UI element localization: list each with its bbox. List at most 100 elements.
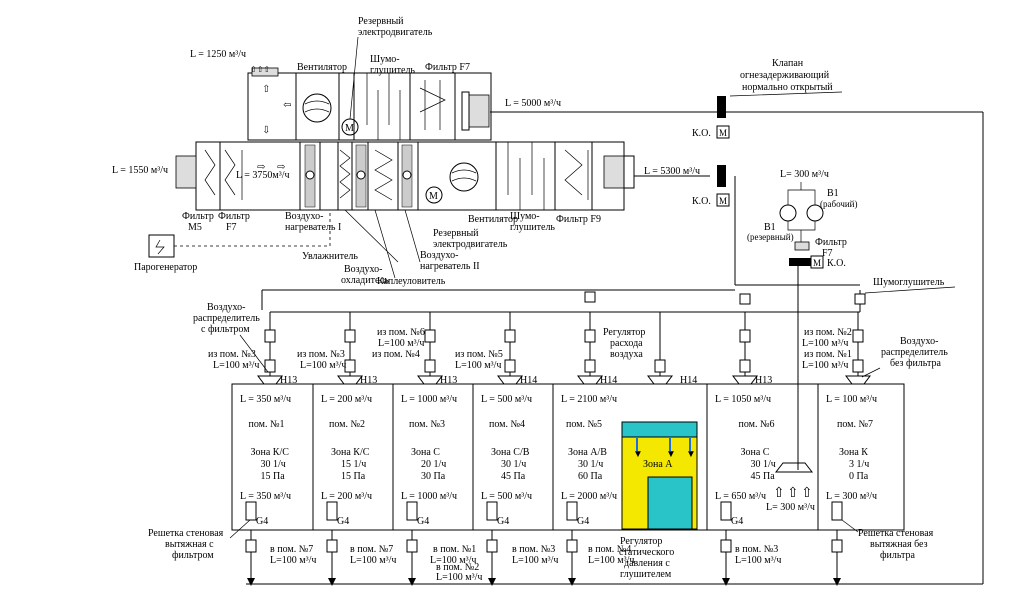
room-pressure-3: 30 Па <box>421 471 446 482</box>
hepa-label-3: H13 <box>440 375 457 386</box>
transfer-out-7-line1: в пом. №3 <box>735 544 778 555</box>
exhaust-arrow-7-icon <box>833 578 841 586</box>
valve-3-icon <box>424 359 436 373</box>
diffuser-3-icon <box>417 375 443 385</box>
room-zone-2: Зона К/С <box>331 447 370 458</box>
reserve-motor-bottom-line2: электродвигатель <box>433 239 508 250</box>
room-name-3: пом. №3 <box>409 419 445 430</box>
supply-flow-out: L = 5300 м³/ч <box>644 166 700 177</box>
transfer-in-r3b: из пом. №4 <box>372 349 420 360</box>
room-pressure-2: 15 Па <box>341 471 366 482</box>
room-pressure-5: 60 Па <box>578 471 603 482</box>
hepa-label-6: H13 <box>755 375 772 386</box>
room-ach-1: 30 1/ч <box>261 459 286 470</box>
svg-text:M: M <box>813 258 821 268</box>
room-ach-7: 3 1/ч <box>849 459 869 470</box>
exhaust-ko-label: К.О. <box>827 258 846 269</box>
svg-text:M: M <box>719 128 727 138</box>
fire-damper-supply: M К.О. <box>692 165 730 207</box>
exhaust-valve-3-icon <box>406 539 418 553</box>
transfer-out-r6-flow: L= 300 м³/ч <box>766 502 815 513</box>
exhaust-grille-5-icon <box>566 501 578 521</box>
valve-2-icon <box>344 359 356 373</box>
reserve-motor-bottom-line1: Резервный <box>433 228 479 239</box>
ahu-exhaust-section: M ⇧ ⇩ ⇦ ⇧⇧⇧ <box>247 65 492 141</box>
room-supply-4: L = 500 м³/ч <box>481 394 532 405</box>
distributor-filter-line2: распределитель <box>193 313 260 324</box>
motor-symbol-bottom: M <box>429 191 438 202</box>
hepa-label-5b: H14 <box>680 375 697 386</box>
transfer-in-r2-line2: L=100 м³/ч <box>300 360 346 371</box>
exhaust-valve-7-icon <box>831 539 843 553</box>
transfer-in-r1-line1: из пом. №3 <box>208 349 256 360</box>
pressure-regulator-line3: давления с <box>624 558 670 569</box>
exhaust-flow: L = 5000 м³/ч <box>505 98 561 109</box>
transfer-in-r1-line2: L=100 м³/ч <box>213 360 259 371</box>
room-name-4: пом. №4 <box>489 419 525 430</box>
room-supply-2: L = 200 м³/ч <box>321 394 372 405</box>
svg-text:▼: ▼ <box>633 449 643 460</box>
exhaust-grille-4-icon <box>486 501 498 521</box>
grille-nofilter-line2: вытяжная без <box>870 539 928 550</box>
steam-generator-label: Парогенератор <box>134 262 197 273</box>
humidifier-label: Увлажнитель <box>302 251 358 262</box>
room-exhaust-7: L = 300 м³/ч <box>826 491 877 502</box>
exhaust-grille-3-icon <box>406 501 418 521</box>
room-pressure-1: 15 Па <box>261 471 286 482</box>
svg-text:⇧: ⇧ <box>262 84 270 95</box>
room-zone-7: Зона К <box>839 447 868 458</box>
room-zone-5: Зона А/В <box>568 447 607 458</box>
transfer-in-r3a-line2: L=100 м³/ч <box>378 338 424 349</box>
grille-label-5: G4 <box>577 516 589 527</box>
transfer-in-r2-line1: из пом. №3 <box>297 349 345 360</box>
room-ach-2: 15 1/ч <box>341 459 366 470</box>
ko-label-2: К.О. <box>692 196 711 207</box>
transfer-out-1-line2: L=100 м³/ч <box>270 555 316 566</box>
grille-label-6: G4 <box>731 516 743 527</box>
grille-nofilter-line1: Решетка стеновая <box>858 528 934 539</box>
fan-bottom-label: Вентилятор <box>468 214 518 225</box>
room-name-6: пом. №6 <box>739 419 775 430</box>
pressure-regulator-line4: глушителем <box>620 569 672 580</box>
room-name-7: пом. №7 <box>837 419 873 430</box>
svg-text:⇩: ⇩ <box>262 125 270 136</box>
flow-regulator-line2: расхода <box>610 338 643 349</box>
distributor-filter-line1: Воздухо- <box>207 302 245 313</box>
exhaust-grille-7-icon <box>831 501 843 521</box>
hepa-label-1: H13 <box>280 375 297 386</box>
room-pressure-7: 0 Па <box>849 471 869 482</box>
transfer-out-5-line2: L=100 м³/ч <box>512 555 558 566</box>
diffuser-1-icon <box>257 375 283 385</box>
exhaust-valve-5-icon <box>566 539 578 553</box>
cooler-line1: Воздухо- <box>344 264 382 275</box>
room-ach-4: 30 1/ч <box>501 459 526 470</box>
supply-flow-in: L = 1550 м³/ч <box>112 165 168 176</box>
filter-f7-top-label: Фильтр F7 <box>425 62 470 73</box>
svg-text:▼: ▼ <box>666 449 676 460</box>
distributor-filter-line3: с фильтром <box>201 324 250 335</box>
transfer-out-7-line2: L=100 м³/ч <box>735 555 781 566</box>
room-pressure-4: 45 Па <box>501 471 526 482</box>
reserve-motor-line1: Резервный <box>358 16 404 27</box>
exhaust-unit-flow: L= 300 м³/ч <box>780 169 829 180</box>
flow-regulator-line3: воздуха <box>610 349 643 360</box>
room-name-2: пом. №2 <box>329 419 365 430</box>
damper-6-icon <box>739 329 751 343</box>
distributor-nofilter-line2: распределитель <box>881 347 948 358</box>
damper-label-2: огнезадерживающий <box>740 70 830 81</box>
b1-reserve-line1: В1 <box>764 222 776 233</box>
transfer-out-2-line1: в пом. №7 <box>350 544 393 555</box>
grille-nofilter-line3: фильтра <box>880 550 915 561</box>
diffuser-4-icon <box>497 375 523 385</box>
ahu-supply-section: M ⇨ ⇨ <box>175 141 635 211</box>
reserve-motor-line2: электродвигатель <box>358 27 433 38</box>
room-name-5: пом. №5 <box>566 419 602 430</box>
svg-text:⇧: ⇧ <box>787 486 799 501</box>
silencer-top-line1: Шумо- <box>370 54 400 65</box>
exhaust-arrow-1-icon <box>247 578 255 586</box>
svg-text:⇧⇧⇧: ⇧⇧⇧ <box>250 65 270 74</box>
diffuser-6-icon <box>732 375 758 385</box>
room-ach-5: 30 1/ч <box>578 459 603 470</box>
transfer-out-5-line1: в пом. №3 <box>512 544 555 555</box>
